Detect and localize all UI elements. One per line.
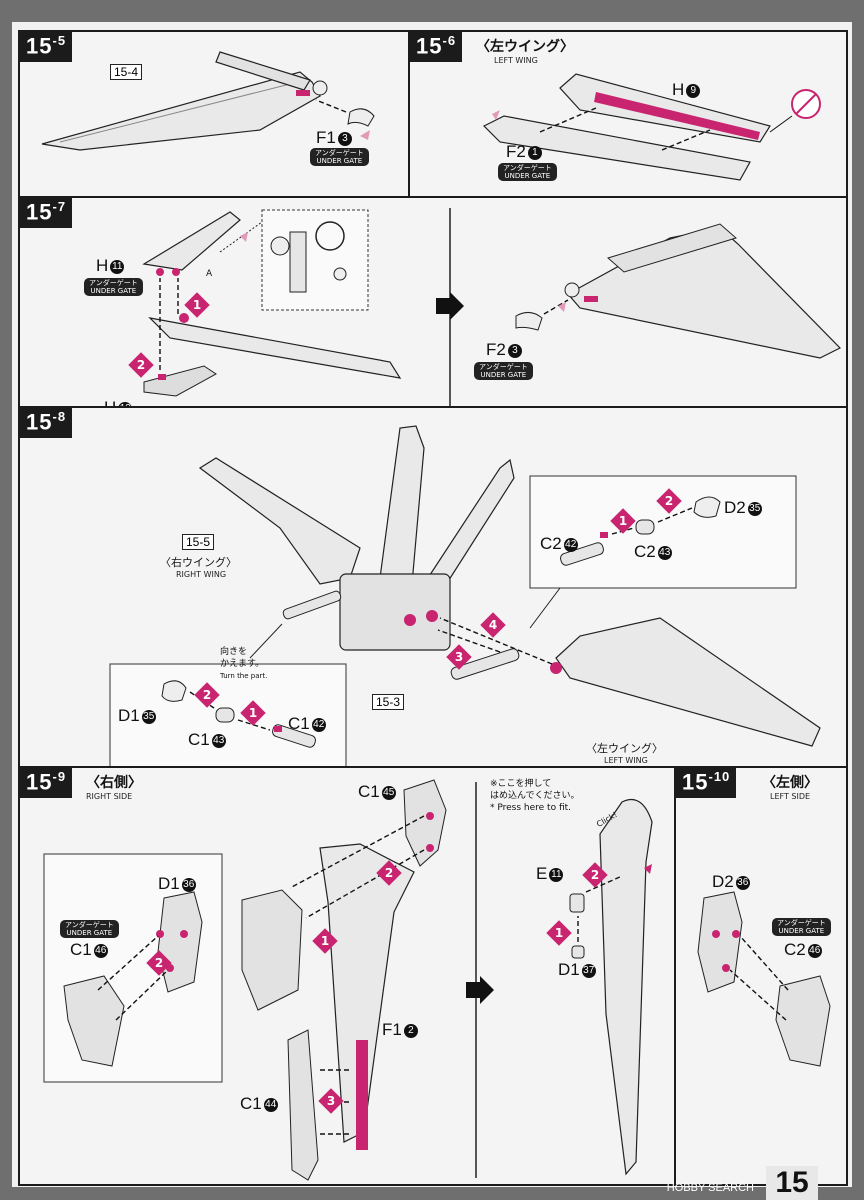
step-15-9-panel: 15-9 〈右側〉 RIGHT SIDE xyxy=(18,766,676,1186)
step-number: 15-10 xyxy=(676,768,737,799)
step-marker-1: 1 xyxy=(610,508,636,534)
section-title: 〈右側〉 xyxy=(86,775,142,791)
step-number: 15-9 xyxy=(20,768,73,799)
turn-part-note: 向きをかえます。Turn the part. xyxy=(220,647,268,680)
reference-box-15-3: 15-3 xyxy=(372,694,405,710)
step-marker-2: 2 xyxy=(376,860,402,886)
backpack-assembly-illustration xyxy=(109,425,821,766)
wing-subassembly-illustration xyxy=(142,208,842,410)
step-marker-1: 1 xyxy=(546,920,572,946)
step-number: 15-7 xyxy=(20,198,73,229)
reference-box-15-5: 15-5 xyxy=(182,534,215,550)
left-wing-subtitle: LEFT WING xyxy=(604,756,648,765)
step-number: 15-6 xyxy=(410,32,463,63)
step-marker-1: 1 xyxy=(240,700,266,726)
left-wing-title: 〈左ウイング〉 xyxy=(586,742,663,755)
section-subtitle: LEFT SIDE xyxy=(770,792,811,801)
right-wing-title: 〈右ウイング〉 xyxy=(160,556,237,569)
section-subtitle: RIGHT SIDE xyxy=(86,792,133,801)
step-marker-2: 2 xyxy=(194,682,220,708)
step-marker-2: 2 xyxy=(146,950,172,976)
marker-a: A xyxy=(206,269,213,279)
page-number: 15 xyxy=(766,1166,818,1200)
step-marker-1: 1 xyxy=(184,292,210,318)
left-wing-illustration xyxy=(482,73,821,181)
step-marker-2: 2 xyxy=(582,862,608,888)
right-wing-subtitle: RIGHT WING xyxy=(176,570,227,579)
step-15-8-panel: 15-8 xyxy=(18,406,848,768)
step-marker-3: 3 xyxy=(318,1088,344,1114)
step-marker-1: 1 xyxy=(312,928,338,954)
step-15-7-panel: 15-7 A xyxy=(18,196,848,418)
section-title: 〈左ウイング〉 xyxy=(476,39,574,55)
press-here-note: ※ここを押してはめ込んでください。* Press here to fit. xyxy=(490,779,580,813)
step-number: 15-8 xyxy=(20,408,73,439)
section-subtitle: LEFT WING xyxy=(494,56,538,65)
step-marker-3: 3 xyxy=(446,644,472,670)
section-title: 〈左側〉 xyxy=(762,775,818,791)
side-armor-illustration xyxy=(43,779,653,1181)
watermark: HOBBY SEARCH xyxy=(666,1182,754,1194)
left-side-armor-illustration xyxy=(697,891,831,1067)
step-marker-2: 2 xyxy=(656,488,682,514)
wing-illustration xyxy=(41,51,375,151)
reference-box: 15-4 xyxy=(110,64,143,80)
step-marker-4: 4 xyxy=(480,612,506,638)
step-number: 15-5 xyxy=(20,32,73,63)
step-marker-2: 2 xyxy=(128,352,154,378)
